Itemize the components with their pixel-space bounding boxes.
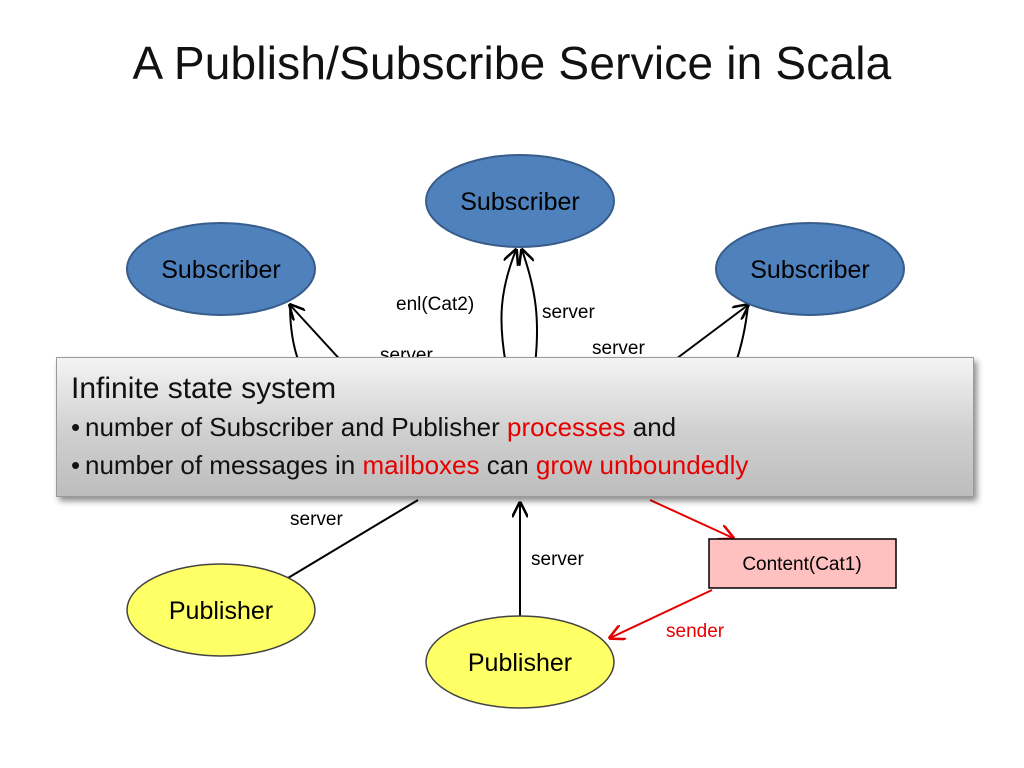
publisher-left-label: Publisher xyxy=(169,597,273,625)
callout-line2-highlight1: mailboxes xyxy=(362,450,480,480)
edge-label-server-upper-right: server xyxy=(592,338,645,359)
callout-line2-highlight2: grow unboundedly xyxy=(535,450,749,480)
message-box: Content(Cat1) xyxy=(708,538,897,589)
callout-line1-after: and xyxy=(625,412,677,442)
bullet-icon: • xyxy=(71,412,81,442)
edge-label-enl: enl(Cat2) xyxy=(396,294,474,315)
edge-top-loop-left xyxy=(500,250,516,366)
edge-sender xyxy=(610,589,713,638)
publisher-node-left: Publisher xyxy=(126,563,316,657)
edge-label-server-lower-left: server xyxy=(290,509,343,530)
callout-line2-before: number of messages in xyxy=(85,450,363,480)
publisher-node-bottom: Publisher xyxy=(425,615,615,709)
edge-label-server-top: server xyxy=(542,302,595,323)
edge-label-server-bottom: server xyxy=(531,549,584,570)
callout-title: Infinite state system xyxy=(71,372,337,405)
edge-top-loop-right xyxy=(522,250,539,366)
edge-to-message xyxy=(649,499,733,538)
subscriber-node-right: Subscriber xyxy=(715,222,905,316)
callout-bullet-1: •number of Subscriber and Publisher proc… xyxy=(71,408,959,446)
bullet-icon: • xyxy=(71,450,81,480)
callout-box: Infinite state system •number of Subscri… xyxy=(56,357,974,497)
callout-line1-before: number of Subscriber and Publisher xyxy=(85,412,508,442)
callout-line2-middle: can xyxy=(479,450,536,480)
subscriber-top-label: Subscriber xyxy=(460,188,580,216)
edge-publisher-left xyxy=(287,499,419,579)
edge-label-sender: sender xyxy=(666,621,725,642)
subscriber-left-label: Subscriber xyxy=(161,256,281,284)
callout-line1-highlight: processes xyxy=(507,412,626,442)
slide-title: A Publish/Subscribe Service in Scala xyxy=(132,37,892,89)
message-box-label: Content(Cat1) xyxy=(742,554,861,575)
callout-bullet-2: •number of messages in mailboxes can gro… xyxy=(71,446,959,484)
subscriber-node-top: Subscriber xyxy=(425,154,615,248)
edge-right-straight xyxy=(667,305,748,366)
publisher-bottom-label: Publisher xyxy=(468,649,572,677)
edge-left-straight xyxy=(290,305,346,366)
subscriber-right-label: Subscriber xyxy=(750,256,870,284)
subscriber-node-left: Subscriber xyxy=(126,222,316,316)
